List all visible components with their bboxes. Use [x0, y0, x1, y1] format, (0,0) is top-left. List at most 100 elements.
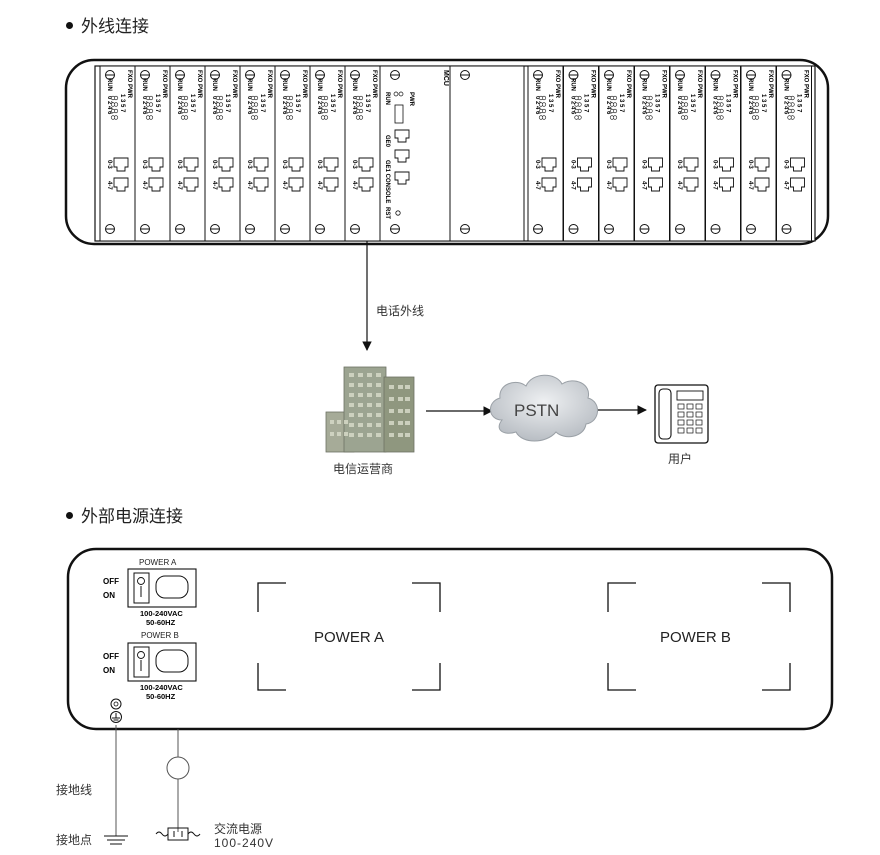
- fxo-run-label: RUN: [106, 78, 112, 91]
- power-slot-a: [257, 582, 441, 691]
- power-slot-b: [607, 582, 791, 691]
- fxo-ports-row2: 0 2 4 6: [641, 96, 647, 115]
- rj45-port-icon: [358, 177, 374, 192]
- fxo-port-b-label: 4-7: [106, 181, 112, 190]
- led-icon: [645, 108, 650, 114]
- rj45-port-icon: [612, 177, 628, 192]
- led-icon: [285, 108, 291, 114]
- power-b-socket[interactable]: [155, 649, 189, 673]
- fxo-run-label: RUN: [534, 78, 540, 91]
- led-icon: [538, 108, 544, 114]
- power-slot-a-label: POWER A: [314, 629, 384, 646]
- fxo-port-b-label: 4-7: [747, 181, 753, 190]
- fxo-title: FXO PWR: [590, 70, 596, 99]
- ground-point-label: 接地点: [56, 832, 92, 847]
- fxo-title: FXO PWR: [161, 70, 167, 99]
- rj45-port-icon: [648, 177, 663, 192]
- fxo-ports-row2: 0 2 4 6: [141, 96, 147, 115]
- mcu-ge0-label: GE0: [384, 135, 390, 148]
- fxo-run-label: RUN: [783, 78, 789, 91]
- led-icon: [716, 108, 721, 114]
- power-a-socket[interactable]: [155, 575, 189, 599]
- fxo-run-label: RUN: [605, 78, 611, 91]
- fxo-ports-row2: 0 2 4 6: [570, 96, 576, 115]
- mcu-card: MCU PWR RUN GE0 GE1 CONSOLE RST: [379, 65, 451, 242]
- fxo-title: FXO PWR: [126, 70, 132, 99]
- led-icon: [250, 102, 256, 107]
- fxo-title: FXO PWR: [803, 70, 809, 99]
- fxo-port-b-label: 4-7: [176, 181, 182, 190]
- rj45-port-icon: [754, 157, 770, 172]
- power-a-on-label: ON: [103, 591, 115, 600]
- pstn-label: PSTN: [514, 401, 559, 420]
- fxo-ports-row1: 1 3 5 7: [725, 94, 731, 113]
- led-icon: [716, 102, 721, 107]
- led-icon: [215, 102, 221, 107]
- fxo-ports-row2: 0 2 4 6: [176, 96, 182, 115]
- fxo-ports-row2: 0 2 4 6: [211, 96, 217, 115]
- fxo-ports-row2: 0 2 4 6: [316, 96, 322, 115]
- rj45-port-icon: [648, 157, 663, 172]
- led-icon: [320, 108, 326, 114]
- fxo-port-b-label: 4-7: [534, 181, 540, 190]
- console-port-icon: [394, 171, 410, 185]
- fxo-port-a-label: 0-3: [534, 160, 540, 169]
- fxo-run-label: RUN: [211, 78, 217, 91]
- led-icon: [285, 115, 291, 120]
- rj45-port-icon: [218, 157, 234, 172]
- fxo-port-a-label: 0-3: [351, 160, 357, 169]
- fxo-ports-row1: 1 3 5 7: [760, 94, 766, 113]
- rj45-port-icon: [790, 177, 805, 192]
- heading-text: 外线连接: [81, 17, 149, 37]
- fxo-port-a-label: 0-3: [605, 160, 611, 169]
- rj45-port-icon: [683, 157, 699, 172]
- power-panel: POWER A OFF ON 100-240VAC 50-60HZ POWER …: [66, 547, 834, 731]
- led-icon: [680, 115, 686, 120]
- led-icon: [285, 95, 291, 101]
- rj45-port-icon: [253, 177, 269, 192]
- fxo-port-b-label: 4-7: [605, 181, 611, 190]
- fxo-title: FXO PWR: [661, 70, 667, 99]
- led-icon: [145, 115, 151, 120]
- led-icon: [645, 115, 650, 120]
- fxo-title: FXO PWR: [301, 70, 307, 99]
- led-icon: [215, 108, 221, 114]
- fxo-ports-row2: 0 2 4 6: [605, 96, 611, 115]
- power-a-module-label: POWER A: [139, 558, 177, 567]
- led-icon: [645, 102, 650, 107]
- led-icon: [355, 102, 361, 107]
- rj45-port-icon: [218, 177, 234, 192]
- fxo-run-label: RUN: [281, 78, 287, 91]
- power-a-module: POWER A OFF ON 100-240VAC 50-60HZ: [103, 558, 197, 627]
- led-icon: [645, 95, 650, 101]
- led-icon: [355, 108, 361, 114]
- led-icon: [215, 95, 221, 101]
- led-icon: [716, 115, 721, 120]
- led-icon: [574, 102, 579, 107]
- led-icon: [250, 95, 256, 101]
- fxo-title: FXO PWR: [196, 70, 202, 99]
- ge1-port-icon: [394, 149, 410, 163]
- fxo-port-b-label: 4-7: [570, 181, 576, 190]
- fxo-run-label: RUN: [141, 78, 147, 91]
- power-slot-b-label: POWER B: [660, 629, 731, 646]
- fxo-ports-row1: 1 3 5 7: [796, 94, 802, 113]
- fxo-title: FXO PWR: [371, 70, 377, 99]
- ground-symbol-icon: [104, 835, 128, 845]
- led-icon: [538, 102, 544, 107]
- led-icon: [250, 108, 256, 114]
- fxo-port-a-label: 0-3: [176, 160, 182, 169]
- mcu-pwr-label: PWR: [408, 92, 414, 107]
- led-icon: [787, 102, 792, 107]
- fxo-port-a-label: 0-3: [316, 160, 322, 169]
